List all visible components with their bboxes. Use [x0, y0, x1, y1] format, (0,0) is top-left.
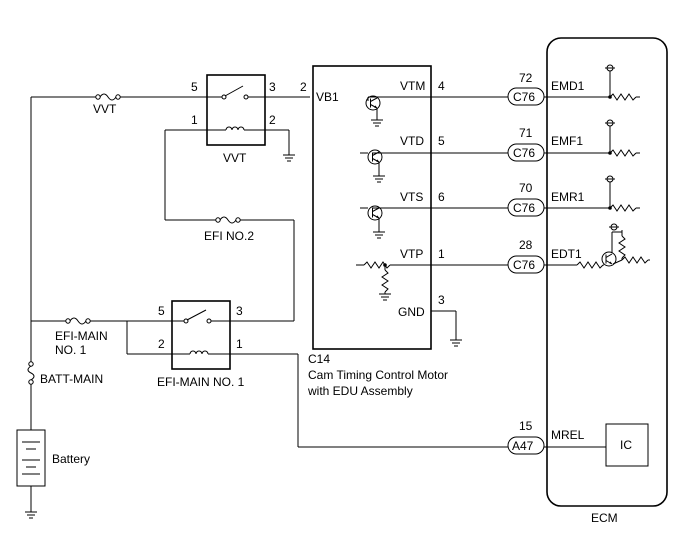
fuse-vvt-label: VVT — [93, 102, 117, 116]
connector-code: C76 — [513, 258, 535, 272]
terminal-vtd-label: VTD — [400, 134, 424, 148]
efi-no2-wiring — [164, 130, 295, 322]
resistor-icon — [576, 261, 604, 269]
resistor-icon — [381, 269, 389, 293]
ecm-terminal-emr1: EMR1 — [551, 190, 585, 204]
fuse-efi-main-label-2: NO. 1 — [55, 343, 87, 357]
ground-icon — [370, 119, 384, 127]
connector-c76-edt1: 28 C76 — [507, 238, 549, 274]
battery-symbol: Battery — [16, 429, 90, 487]
connector-code: C76 — [513, 201, 535, 215]
connector-code: A47 — [512, 439, 534, 453]
ic-label: IC — [620, 438, 632, 452]
ground-icon — [372, 231, 386, 239]
connector-c76-emr1: 70 C76 — [507, 181, 549, 217]
relay-efi-pin-3: 3 — [236, 304, 243, 318]
connector-pin: 70 — [519, 181, 533, 195]
terminal-vtd-pin: 5 — [438, 134, 445, 148]
relay-efi-pin-5: 5 — [158, 304, 165, 318]
connector-code: C76 — [513, 90, 535, 104]
resistor-icon — [618, 235, 626, 259]
terminal-vts-pin: 6 — [438, 190, 445, 204]
terminal-vtp-pin: 1 — [438, 247, 445, 261]
transistor-icon — [367, 149, 383, 165]
ecm-terminal-edt1: EDT1 — [551, 247, 582, 261]
fuse-batt-main: BATT-MAIN — [27, 361, 103, 386]
ground-icon — [24, 511, 38, 519]
ground-icon — [282, 154, 296, 162]
relay-vvt-pin-2: 2 — [269, 113, 276, 127]
mrel-wiring — [297, 354, 508, 448]
resistor-icon — [609, 93, 637, 101]
gnd-pin: 3 — [438, 293, 445, 307]
fuse-batt-main-label: BATT-MAIN — [40, 372, 103, 386]
relay-efi-pin-2: 2 — [158, 337, 165, 351]
ecm-box: ECM EMD1 EMF1 EMR1 EDT1 — [546, 37, 668, 525]
ecm-terminal-emd1: EMD1 — [551, 79, 585, 93]
fuse-efi-main-label-1: EFI-MAIN — [55, 329, 108, 343]
connector-pin: 28 — [519, 238, 533, 252]
vb1-label: VB1 — [316, 90, 339, 104]
relay-vvt-pin-5: 5 — [191, 80, 198, 94]
ground-icon — [378, 293, 392, 301]
ecm-terminal-mrel: MREL — [551, 428, 585, 442]
ecm-label: ECM — [591, 511, 618, 525]
connector-pin: 72 — [519, 71, 533, 85]
connector-c76-emf1: 71 C76 — [507, 126, 549, 162]
ecm-terminal-emf1: EMF1 — [551, 134, 583, 148]
resistor-icon — [609, 204, 637, 212]
resistor-icon — [621, 256, 649, 264]
vb1-pin: 2 — [300, 80, 307, 94]
connector-c76-emd1: 72 C76 — [507, 71, 549, 106]
relay-vvt-pin-3: 3 — [269, 80, 276, 94]
relay-efi-pin-1: 1 — [236, 337, 243, 351]
fuse-efi-no2: EFI NO.2 — [204, 216, 254, 243]
relay-vvt: 5 3 1 2 VVT — [165, 74, 310, 165]
terminal-vtm-pin: 4 — [438, 79, 445, 93]
component-name-1: Cam Timing Control Motor — [308, 368, 448, 382]
gnd-label: GND — [398, 305, 425, 319]
resistor-icon — [609, 149, 637, 157]
terminal-vtm-label: VTM — [400, 79, 425, 93]
component-name-2: with EDU Assembly — [307, 384, 413, 398]
relay-efi-label: EFI-MAIN NO. 1 — [157, 375, 245, 389]
relay-efi-main-no1: 5 3 2 1 EFI-MAIN NO. 1 — [157, 300, 298, 389]
connector-code: C76 — [513, 146, 535, 160]
connector-a47-mrel: 15 A47 — [507, 419, 549, 455]
fuse-vvt: VVT — [93, 93, 121, 116]
connector-pin: 71 — [519, 126, 533, 140]
fuse-efi-main-no1: EFI-MAIN NO. 1 — [55, 317, 108, 357]
ground-icon — [372, 175, 386, 183]
terminal-vts-label: VTS — [400, 190, 423, 204]
transistor-icon — [365, 95, 381, 111]
ground-icon — [449, 339, 463, 347]
relay-vvt-label: VVT — [223, 151, 247, 165]
fuse-efi-no2-label: EFI NO.2 — [204, 229, 254, 243]
terminal-vtp-label: VTP — [400, 247, 423, 261]
component-c14: 2 VB1 VTM 4 VTD 5 VTS 6 VTP 1 — [300, 65, 508, 398]
power-feed-wiring — [30, 96, 210, 512]
component-code: C14 — [308, 352, 330, 366]
relay-vvt-pin-1: 1 — [191, 113, 198, 127]
battery-label: Battery — [52, 452, 90, 466]
connector-pin: 15 — [519, 419, 533, 433]
